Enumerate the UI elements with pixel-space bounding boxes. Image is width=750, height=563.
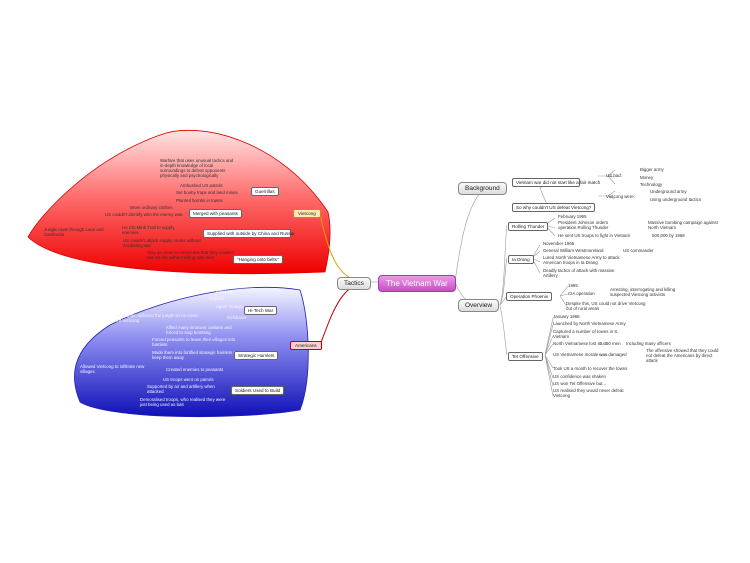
fortified-text: Made them into fortified strategic hamle… [152,350,238,360]
hitech-item-c: Agent Orange [216,304,244,309]
rolling-count: 500,000 by 1968 [652,233,685,238]
tet-including: Including many officers [626,341,671,346]
tet-showed: The offensive showed that they could not… [646,348,719,363]
iadrang-general: General William Westmoreland [543,248,604,253]
bigger-army-text: Bigger army [640,167,664,172]
rolling-president: President Johnson orders operation Rolli… [558,220,609,230]
hanging-desc-text: Stay as close to Americans that they cou… [147,250,234,260]
jungle-route-text: Jungle route through Laos and Cambodia [44,227,104,237]
iadrang-deadly: Deadly tactics of attack with massive Ar… [543,268,615,278]
planted-text: Planted bombs in towns [176,198,223,203]
hitech-item-a: Bombing [216,289,234,294]
phoenix-cia: CIA operation [568,291,595,296]
us-had-text: US had: [606,173,622,178]
rolling-troops: He sent US troops to fight in Vietnam [558,233,631,238]
tet-captured: Captured a number of towns in S. Vietnam [553,329,619,339]
technology-text: Technology [640,182,663,187]
tet-realised: US realised they would never defeat Viet… [553,388,624,398]
ambushed-text: Ambushed US patrols [180,183,223,188]
booby-text: Set booby traps and land mines [176,190,238,195]
underground-tactics-text: Using underground tactics [650,197,702,202]
demoralised-text: Demoralised troops, who realised they we… [140,397,226,407]
air-support-text: Supported by air and artillery when atta… [147,384,215,394]
tet-counter: North Vietnamese lost 40,000 men [553,341,621,346]
infiltrate-text: Allowed Vietcong to infiltrate new villa… [80,364,145,374]
background-topic[interactable]: Background [458,182,507,195]
iadrang-drew: Lured North Vietnamese Army to attack Am… [543,255,620,265]
phoenix-date: 1965 [568,283,578,288]
iadrang-date: November 1965 [543,241,575,246]
hitech-item-d: Defoliants [227,315,247,320]
underground-army-text: Underground army [650,189,687,194]
soldiers-node[interactable]: Soldiers Used to Build [231,386,285,395]
strategic-hamlets-node[interactable]: Strategic Hamlets [234,351,279,360]
vietcong-topic[interactable]: Vietcong [293,209,321,218]
vietcong-were-text: Vietcong were: [606,194,635,199]
created-enemies-text: Created enemies to peasants [166,367,224,372]
overview-topic[interactable]: Overview [458,299,500,312]
americans-topic[interactable]: Americans [290,341,322,350]
phoenix-despite: Despite this, US could not drive Vietcon… [566,301,646,311]
not-fair-match-node[interactable]: Vietnam war did not start like a fair ma… [512,178,600,187]
americans-region [74,287,309,418]
iadrang-uscmd: US commander [623,248,654,253]
rolling-date: February 1965 [558,214,587,219]
hitech-item-b: Napalm [209,296,225,301]
merged-peasants-node[interactable]: Merged with peasants [189,209,242,218]
rolling-mass: Massive bombing campaign against North V… [648,220,718,230]
why-question-node[interactable]: So why couldn't US defeat Vietcong? [512,203,596,212]
money-text: Money [640,175,654,180]
forced-peasants-text: Forced peasants to leave their villages … [152,337,236,347]
wore-clothes-text: Wore ordinary clothes [130,205,173,210]
phoenix-arresting: Arresting, interrogating and killing sus… [610,287,676,297]
killed-text: Killed many innocent civilians and force… [166,325,232,335]
identify-text: US couldn't identify who the enemy was [105,212,183,217]
rolling-thunder-node[interactable]: Rolling Thunder [508,222,549,231]
trail-text: Ho Chi Minh Trail to supply enemies [122,225,175,235]
tet-confidence: US confidence was shaken [553,374,606,379]
tet-took: Took US a month to recover the towns [553,366,628,371]
guerrillas-node[interactable]: Guerrillas [251,187,279,196]
tactics-topic[interactable]: Tactics [337,277,371,290]
tet-offensive-node[interactable]: Tet Offensive [508,352,543,361]
hanging-belts-node[interactable]: "Hanging onto belts" [233,255,283,264]
tet-date: January 1968 [553,314,580,319]
central-topic[interactable]: The Vietnam War [378,275,456,292]
deforest-text: Helicopter, deforest the jungle so no co… [116,313,199,323]
operation-phoenix-node[interactable]: Operation Phoenix [506,292,553,301]
hitech-war-node[interactable]: Hi-Tech War [244,306,278,315]
ia-drang-node[interactable]: Ia Drang [508,255,534,264]
supplied-node[interactable]: Supplied with outside by China and Russi… [203,229,294,238]
patrols-text: US troops went on patrols [163,377,214,382]
guerrilla-definition: Warfare that uses unusual tactics and in… [160,158,234,178]
tet-launched: Launched by North Vietnamese Army [553,321,626,326]
tet-lost: US won Tet Offensive but... [553,381,607,386]
supply-cut-text: US couldn't attack supply routes without… [123,238,201,248]
tet-damaged: US Vietnamese morale was damaged [553,352,627,357]
